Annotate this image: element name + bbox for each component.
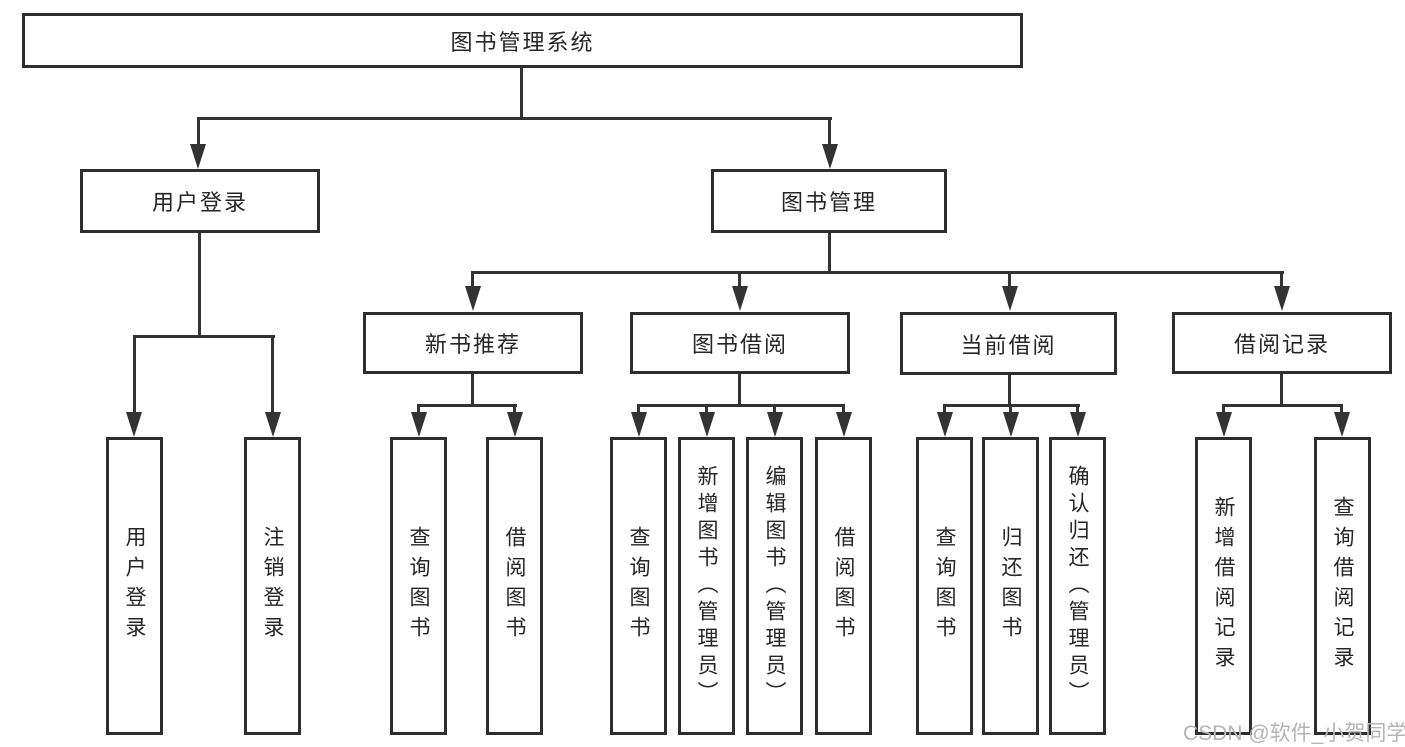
- connector-line: [471, 374, 474, 407]
- node-new-book-recommend-label: 新书推荐: [424, 332, 521, 357]
- connector-line: [773, 404, 776, 416]
- leaf-query-borrow-record: 查询借阅记录: [1314, 437, 1371, 735]
- leaf-query-books-borrow: 查询图书: [610, 437, 667, 735]
- leaf-edit-book-admin: 编辑图书（管理员）: [746, 437, 803, 735]
- leaf-logout-label: 注销登录: [261, 526, 284, 646]
- leaf-user-login: 用户登录: [106, 437, 163, 735]
- node-user-login-label: 用户登录: [151, 190, 248, 215]
- connector-line: [705, 404, 708, 416]
- connector-line: [637, 404, 640, 416]
- connector-line: [520, 68, 523, 119]
- node-root-label: 图书管理系统: [450, 29, 595, 55]
- connector-line: [828, 117, 831, 149]
- connector-line: [637, 404, 845, 407]
- connector-line: [471, 271, 1284, 274]
- arrow-down-icon: [265, 412, 281, 437]
- connector-line: [943, 404, 946, 416]
- arrow-down-icon: [937, 412, 953, 437]
- leaf-borrow-books-recommend-label: 借阅图书: [503, 526, 526, 646]
- leaf-query-books-borrow-label: 查询图书: [627, 526, 650, 646]
- arrow-down-icon: [699, 412, 715, 437]
- node-book-borrow-label: 图书借阅: [691, 332, 788, 357]
- connector-line: [513, 404, 516, 416]
- node-new-book-recommend: 新书推荐: [363, 312, 583, 374]
- arrow-down-icon: [732, 286, 748, 311]
- leaf-add-borrow-record-label: 新增借阅记录: [1212, 496, 1235, 676]
- leaf-borrow-books: 借阅图书: [815, 437, 872, 735]
- leaf-query-books-recommend: 查询图书: [390, 437, 447, 735]
- arrow-down-icon: [767, 412, 783, 437]
- node-book-management: 图书管理: [711, 169, 947, 233]
- node-book-management-label: 图书管理: [780, 190, 877, 215]
- node-current-borrow-label: 当前借阅: [960, 332, 1057, 358]
- connector-line: [198, 233, 201, 338]
- arrow-down-icon: [190, 144, 206, 169]
- leaf-query-books-current: 查询图书: [916, 437, 973, 735]
- connector-line: [133, 335, 136, 415]
- node-borrow-records-label: 借阅记录: [1233, 332, 1330, 357]
- arrow-down-icon: [126, 412, 142, 437]
- leaf-confirm-return-admin: 确认归还（管理员）: [1049, 437, 1106, 735]
- leaf-add-book-admin-label: 新增图书（管理员）: [695, 464, 718, 708]
- arrow-down-icon: [1216, 412, 1232, 437]
- leaf-return-book-label: 归还图书: [999, 526, 1022, 646]
- leaf-return-book: 归还图书: [982, 437, 1039, 735]
- leaf-query-books-current-label: 查询图书: [933, 526, 956, 646]
- arrow-down-icon: [507, 412, 523, 437]
- arrow-down-icon: [1274, 286, 1290, 311]
- arrow-down-icon: [822, 144, 838, 169]
- connector-line: [1008, 271, 1011, 291]
- node-borrow-records: 借阅记录: [1172, 312, 1392, 374]
- connector-line: [271, 335, 274, 415]
- leaf-query-borrow-record-label: 查询借阅记录: [1331, 496, 1354, 676]
- connector-line: [417, 404, 517, 407]
- arrow-down-icon: [1003, 412, 1019, 437]
- connector-line: [1009, 404, 1012, 416]
- connector-line: [1280, 271, 1283, 291]
- leaf-borrow-books-recommend: 借阅图书: [486, 437, 543, 735]
- connector-line: [197, 117, 200, 149]
- arrow-down-icon: [836, 412, 852, 437]
- connector-line: [197, 117, 832, 120]
- connector-line: [1222, 404, 1343, 407]
- arrow-down-icon: [411, 412, 427, 437]
- connector-line: [738, 374, 741, 407]
- leaf-query-books-recommend-label: 查询图书: [407, 526, 430, 646]
- connector-line: [1280, 374, 1283, 407]
- connector-line: [1340, 404, 1343, 416]
- arrow-down-icon: [1002, 286, 1018, 311]
- connector-line: [1008, 374, 1011, 407]
- leaf-borrow-books-label: 借阅图书: [832, 526, 855, 646]
- arrow-down-icon: [1334, 412, 1350, 437]
- connector-line: [417, 404, 420, 416]
- connector-line: [1076, 404, 1079, 416]
- leaf-confirm-return-admin-label: 确认归还（管理员）: [1066, 464, 1089, 708]
- leaf-user-login-label: 用户登录: [123, 526, 146, 646]
- leaf-add-borrow-record: 新增借阅记录: [1195, 437, 1252, 735]
- arrow-down-icon: [465, 286, 481, 311]
- node-root: 图书管理系统: [22, 13, 1023, 68]
- connector-line: [842, 404, 845, 416]
- connector-line: [133, 335, 275, 338]
- arrow-down-icon: [1070, 412, 1086, 437]
- connector-line: [738, 271, 741, 291]
- watermark-text: CSDN @软件_小贺同学: [1183, 722, 1405, 745]
- node-book-borrow: 图书借阅: [630, 312, 850, 374]
- leaf-logout: 注销登录: [244, 437, 301, 735]
- connector-line: [1222, 404, 1225, 416]
- arrow-down-icon: [631, 412, 647, 437]
- node-current-borrow: 当前借阅: [900, 312, 1117, 375]
- leaf-edit-book-admin-label: 编辑图书（管理员）: [763, 464, 786, 708]
- connector-line: [471, 271, 474, 291]
- connector-line: [828, 233, 831, 274]
- node-user-login: 用户登录: [80, 169, 320, 233]
- leaf-add-book-admin: 新增图书（管理员）: [678, 437, 735, 735]
